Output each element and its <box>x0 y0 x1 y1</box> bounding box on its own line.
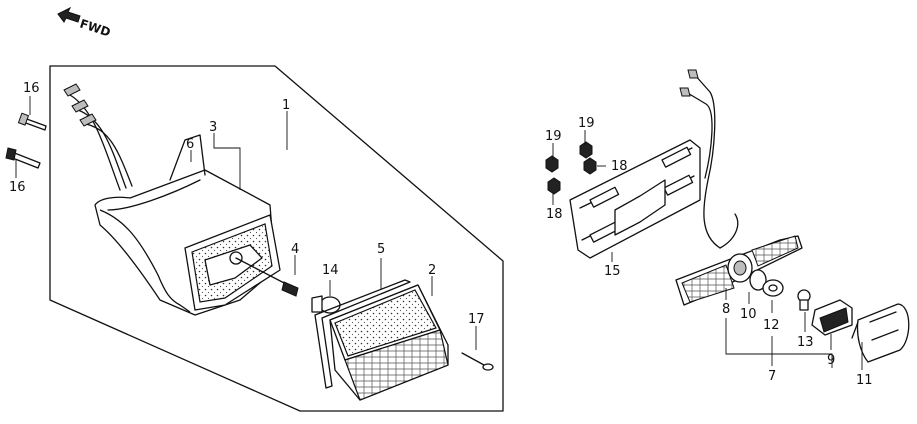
bolt-16-lower <box>5 147 41 169</box>
callout-4: 4 <box>291 242 299 257</box>
forward-arrow-icon <box>57 6 81 23</box>
callout-13: 13 <box>797 335 814 350</box>
callout-5: 5 <box>377 242 385 257</box>
license-light-8 <box>675 235 803 306</box>
callout-2: 2 <box>428 263 436 278</box>
license-light-parts <box>749 269 910 363</box>
taillight-housing <box>63 83 281 316</box>
callout-8: 8 <box>722 302 730 317</box>
callout-labels: 1 2 3 4 5 6 7 8 9 10 11 12 13 14 15 16 1… <box>9 81 873 388</box>
callout-9: 9 <box>827 353 835 368</box>
screw-17 <box>461 352 494 371</box>
fwd-label: FWD <box>78 17 112 40</box>
callout-18a: 18 <box>611 159 628 174</box>
forward-arrow: FWD <box>57 6 112 40</box>
callout-3: 3 <box>209 120 217 135</box>
callout-15: 15 <box>604 264 621 279</box>
callout-17: 17 <box>468 312 485 327</box>
lens-assembly <box>314 279 449 401</box>
callout-18b: 18 <box>546 207 563 222</box>
license-bracket-15 <box>569 139 701 259</box>
callout-16a: 16 <box>23 81 40 96</box>
callout-7: 7 <box>768 369 776 384</box>
callout-10: 10 <box>740 307 757 322</box>
callout-16b: 16 <box>9 180 26 195</box>
callout-6: 6 <box>186 137 194 152</box>
leader-lines <box>15 96 863 370</box>
bolt-16-upper <box>17 112 47 131</box>
nuts-18-19 <box>545 141 597 195</box>
callout-12: 12 <box>763 318 780 333</box>
assembly-outline <box>49 65 504 412</box>
screw-4 <box>235 257 299 297</box>
callout-19a: 19 <box>545 129 562 144</box>
license-light-wiring <box>679 69 739 249</box>
callout-19b: 19 <box>578 116 595 131</box>
callout-1: 1 <box>282 98 290 113</box>
callout-14: 14 <box>322 263 339 278</box>
callout-11: 11 <box>856 373 873 388</box>
bulb-14 <box>311 295 341 314</box>
